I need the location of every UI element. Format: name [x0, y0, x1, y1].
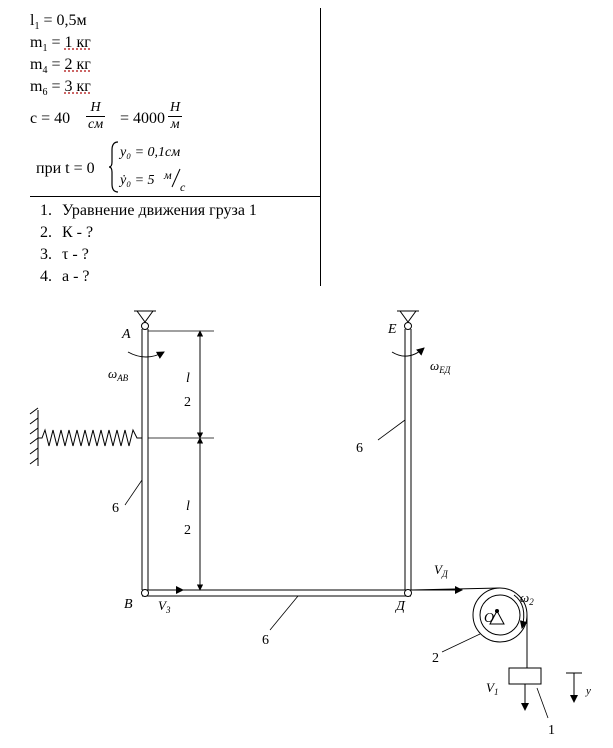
- label-6-right: 6: [356, 441, 363, 456]
- slash-icon: [171, 168, 181, 188]
- m1-sub: 1: [42, 43, 48, 55]
- task-item: Уравнение движения груза 1: [56, 200, 257, 222]
- given-separator: [30, 196, 320, 197]
- stiffness-prefix: c = 40: [30, 110, 71, 127]
- dim-l-top: l: [186, 371, 190, 386]
- m4-eq: =: [47, 56, 65, 73]
- label-2-disk: 2: [432, 651, 439, 666]
- m4-symbol: m: [30, 56, 43, 73]
- m6-symbol: m: [30, 78, 43, 95]
- label-B: B: [124, 597, 133, 612]
- leader-1: [536, 687, 549, 719]
- l1-value: = 0,5м: [39, 12, 87, 29]
- stiffness-fraction-1: H см: [86, 100, 106, 133]
- brace-icon: [108, 141, 119, 193]
- label-6-left: 6: [112, 501, 119, 516]
- task-item: τ - ?: [56, 244, 257, 266]
- given-m1: m1 = 1 кг: [30, 34, 91, 58]
- disk-2: [410, 587, 528, 668]
- leader-6-right: [377, 419, 406, 441]
- frac2-denominator: м: [170, 117, 180, 132]
- frac2-numerator: H: [168, 100, 183, 117]
- m6-sub: 6: [42, 87, 48, 99]
- stiffness-fraction-2: H м: [168, 100, 183, 133]
- leader-6-left: [124, 479, 143, 506]
- omega-ED-arrow-icon: [391, 347, 425, 357]
- m6-eq: =: [47, 78, 65, 95]
- VD-symbol: VД: [434, 562, 449, 579]
- joint-B-icon: [141, 589, 149, 597]
- label-1-load: 1: [548, 723, 555, 738]
- m4-value: 2 кг: [64, 56, 91, 73]
- label-O: O: [484, 611, 494, 626]
- stiffness-mid: = 4000: [120, 110, 166, 127]
- dim-two-bottom: 2: [184, 523, 191, 538]
- label-E: E: [387, 322, 397, 337]
- omega-2-symbol: ω2: [520, 590, 534, 607]
- initial-v0: ẏ₀ = 5: [120, 173, 155, 188]
- omega-2-arrow-icon: [513, 594, 528, 629]
- V1-symbol: V1: [486, 680, 498, 697]
- label-A: A: [121, 327, 131, 342]
- frac1-numerator: H: [86, 100, 106, 117]
- joint-D-icon: [404, 589, 412, 597]
- spring-icon: [38, 428, 142, 447]
- m1-value: 1 кг: [64, 34, 91, 51]
- leader-2: [441, 633, 481, 653]
- frac1-denominator: см: [88, 117, 104, 132]
- wall-icon: [29, 407, 39, 466]
- label-D: Д: [394, 599, 406, 614]
- omega-ED-symbol: ωЕД: [430, 358, 452, 375]
- given-m4: m4 = 2 кг: [30, 56, 91, 80]
- task-item-text: τ - ?: [62, 246, 89, 263]
- omega-AB-symbol: ωAB: [108, 366, 129, 383]
- dim-l-bottom: l: [186, 499, 190, 514]
- task-list: Уравнение движения груза 1 К - ? τ - ? a…: [30, 200, 257, 288]
- dimension-lines: [148, 330, 214, 591]
- given-m6: m6 = 3 кг: [30, 78, 91, 102]
- given-l1: l1 = 0,5м: [30, 12, 87, 36]
- y-axis-label: y: [585, 685, 591, 697]
- rod-BD: [142, 589, 411, 597]
- task-item: a - ?: [56, 266, 257, 288]
- initial-prefix: при t = 0: [36, 160, 95, 177]
- support-E-icon: [397, 310, 419, 330]
- m6-value: 3 кг: [64, 78, 91, 95]
- given-data-panel: l1 = 0,5м m1 = 1 кг m4 = 2 кг m6 = 3 кг …: [0, 0, 330, 290]
- rod-AB: [141, 329, 149, 590]
- support-A-icon: [134, 310, 156, 330]
- m1-eq: =: [47, 34, 65, 51]
- initial-v0-num: м: [164, 168, 172, 182]
- l1-sub: 1: [34, 21, 40, 33]
- omega-AB-arrow-icon: [127, 351, 165, 359]
- initial-v0-den: с: [180, 180, 186, 194]
- task-item: К - ?: [56, 222, 257, 244]
- given-vertical-divider: [320, 8, 321, 286]
- dim-two-top: 2: [184, 395, 191, 410]
- leader-6-bottom: [269, 595, 299, 631]
- load-1: [508, 667, 542, 685]
- V3-symbol: V3: [158, 598, 171, 615]
- m4-sub: 4: [42, 65, 48, 77]
- l1-symbol: l: [30, 12, 35, 29]
- initial-y0: y₀ = 0,1см: [120, 145, 181, 160]
- mechanism-diagram: A E B Д O l l 2 2 6 6 6 2 1 ωAB ωЕД ω2 V…: [29, 310, 591, 738]
- m1-symbol: m: [30, 34, 43, 51]
- rod-ED: [404, 329, 412, 590]
- label-6-bottom: 6: [262, 633, 269, 648]
